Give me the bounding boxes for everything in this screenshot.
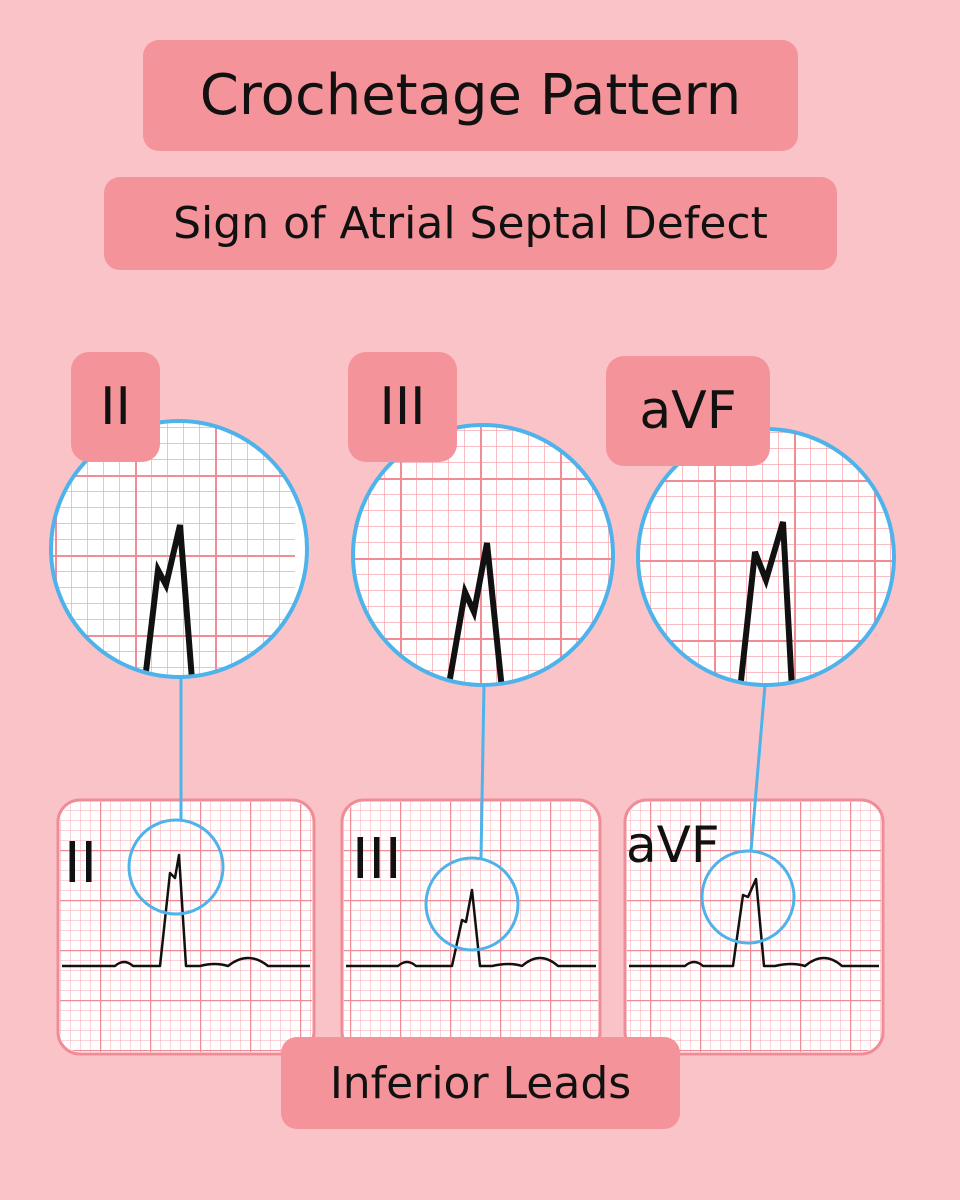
strip-iii [340,798,602,1056]
magnifier-ring-ii [127,818,225,916]
ecg-trace-ii [62,853,310,968]
connector-line-avf [749,684,767,852]
strip-label-avf: aVF [626,816,720,874]
zoom-circle-avf [636,427,896,687]
connector-line-iii [479,684,486,859]
zoom-trace-iii [445,542,505,685]
ecg-trace-iii [346,888,596,968]
ecg-trace-avf [629,877,879,968]
page-title: Crochetage Pattern [143,40,798,151]
lead-tag-avf: aVF [606,356,770,466]
magnifier-ring-iii [424,856,520,952]
lead-tag-ii: II [71,352,160,462]
zoom-circle-iii [351,423,615,687]
zoom-trace-ii [142,524,195,677]
magnifier-ring-avf [700,849,796,945]
strip-ii [56,798,316,1056]
strip-avf [623,798,885,1056]
strip-label-iii: III [352,827,402,892]
zoom-trace-avf [737,521,795,685]
strip-label-ii: II [64,831,97,896]
footer-label: Inferior Leads [281,1037,680,1129]
page-subtitle: Sign of Atrial Septal Defect [104,177,837,270]
zoom-circle-ii [49,419,309,679]
lead-tag-iii: III [348,352,457,462]
